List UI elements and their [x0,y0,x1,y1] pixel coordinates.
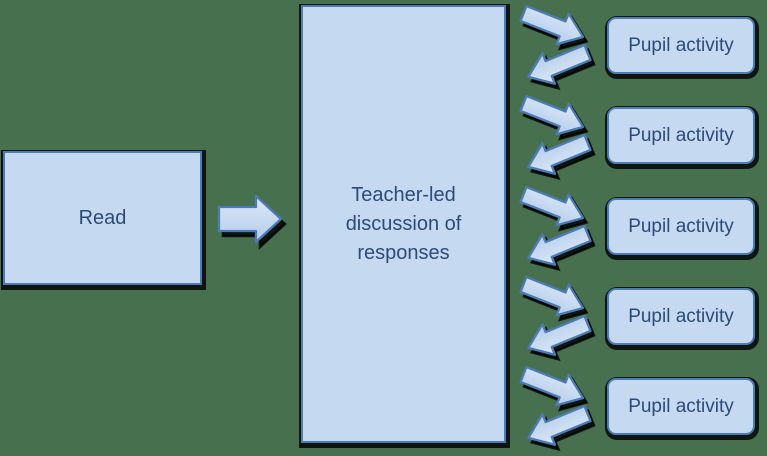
arrow-pupil-to-discussion-icon [520,307,599,369]
pupil-activity-label: Pupil activity [628,124,734,146]
pupil-activity-label: Pupil activity [628,305,734,327]
arrow-pupil-to-discussion-icon [520,36,599,98]
pupil-row: Pupil activity [513,86,759,188]
exchange-arrows [516,267,599,369]
discussion-box-line: discussion of [345,212,462,235]
discussion-box-line: responses [357,241,450,264]
pupil-row: Pupil activity [513,267,759,369]
arrow-pupil-to-discussion-icon [520,126,599,188]
exchange-arrows [516,0,599,98]
discussion-box-line: Teacher-led [351,183,456,206]
pupil-row: Pupil activity [513,0,759,98]
pupil-activity-label: Pupil activity [628,395,734,417]
pupil-activity-box: Pupil activity [607,378,755,435]
pupil-activity-label: Pupil activity [628,215,734,237]
pupil-activity-label: Pupil activity [628,34,734,56]
arrow-read-to-discussion-icon [217,194,287,249]
exchange-arrows [516,177,599,279]
read-box-label: Read [78,206,127,229]
arrow-pupil-to-discussion-icon [520,397,599,456]
read-box: Read [3,151,202,285]
pupil-activity-box: Pupil activity [607,107,755,164]
exchange-arrows [516,86,599,188]
pupil-row: Pupil activity [513,357,759,456]
arrow-pupil-to-discussion-icon [520,217,599,279]
pupil-activity-box: Pupil activity [607,198,755,255]
pupil-row: Pupil activity [513,177,759,279]
pupil-activity-box: Pupil activity [607,288,755,345]
exchange-arrows [516,357,599,456]
discussion-box: Teacher-led discussion of responses [301,5,506,443]
pupil-activity-box: Pupil activity [607,17,755,74]
